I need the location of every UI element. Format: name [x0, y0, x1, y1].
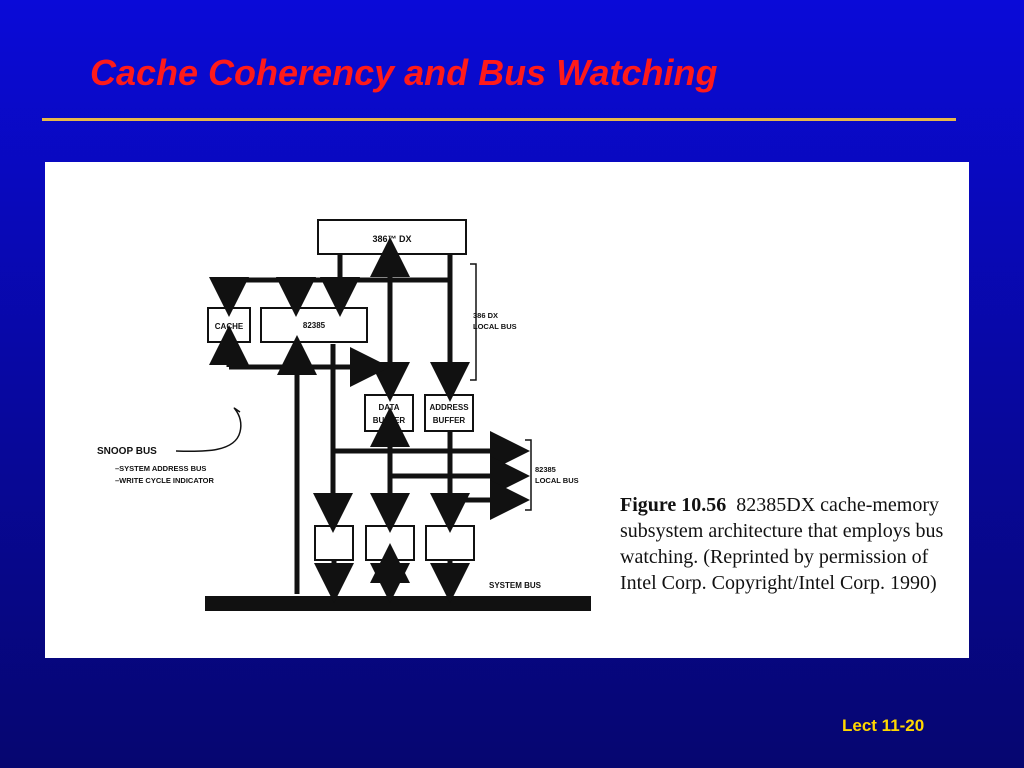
cache-label: CACHE [215, 322, 244, 331]
data-buffer-label-2: BUFFER [373, 416, 406, 425]
cpu-label: 386™ DX [372, 234, 411, 244]
82385-bus-label-1: 82385 [535, 465, 556, 474]
figure-number: Figure 10.56 [620, 494, 727, 516]
controller-label: 82385 [303, 321, 326, 330]
snoop-bus-pointer [175, 407, 242, 453]
cache-block: CACHE [207, 307, 251, 343]
cpu-block: 386™ DX [317, 219, 467, 255]
address-buffer-label-1: ADDRESS [429, 403, 469, 412]
82385-local-bus-bracket [525, 439, 532, 511]
slide-footer: Lect 11-20 [842, 716, 925, 735]
title-divider [42, 118, 956, 121]
caption-text: 82385DX cache-memory subsystem architect… [620, 494, 944, 594]
82385-bus-label-2: LOCAL BUS [535, 476, 579, 485]
snoop-item-2: –WRITE CYCLE INDICATOR [115, 476, 214, 485]
local-bus-label-2: LOCAL BUS [473, 322, 517, 331]
data-buffer-label-1: DATA [378, 403, 399, 412]
data-buffer-block: DATA BUFFER [364, 394, 414, 432]
snoop-bus-label: SNOOP BUS [97, 446, 157, 457]
lower-buffer-box-3 [425, 525, 475, 561]
system-bus-bar [205, 596, 591, 611]
lower-buffer-box-2 [365, 525, 415, 561]
snoop-item-1: –SYSTEM ADDRESS BUS [115, 464, 206, 473]
address-buffer-label-2: BUFFER [433, 416, 466, 425]
lower-buffer-box-1 [314, 525, 354, 561]
local-bus-bracket [470, 263, 477, 381]
figure-panel: 386™ DX CACHE 82385 DATA BUFFER ADDRESS … [45, 162, 969, 658]
address-buffer-block: ADDRESS BUFFER [424, 394, 474, 432]
system-bus-label: SYSTEM BUS [489, 581, 542, 590]
architecture-diagram: 386™ DX CACHE 82385 DATA BUFFER ADDRESS … [97, 219, 591, 611]
bus-lines [209, 237, 530, 603]
local-bus-label-1: 386 DX [473, 311, 498, 320]
controller-block: 82385 [260, 307, 368, 343]
slide-title: Cache Coherency and Bus Watching [90, 52, 718, 93]
